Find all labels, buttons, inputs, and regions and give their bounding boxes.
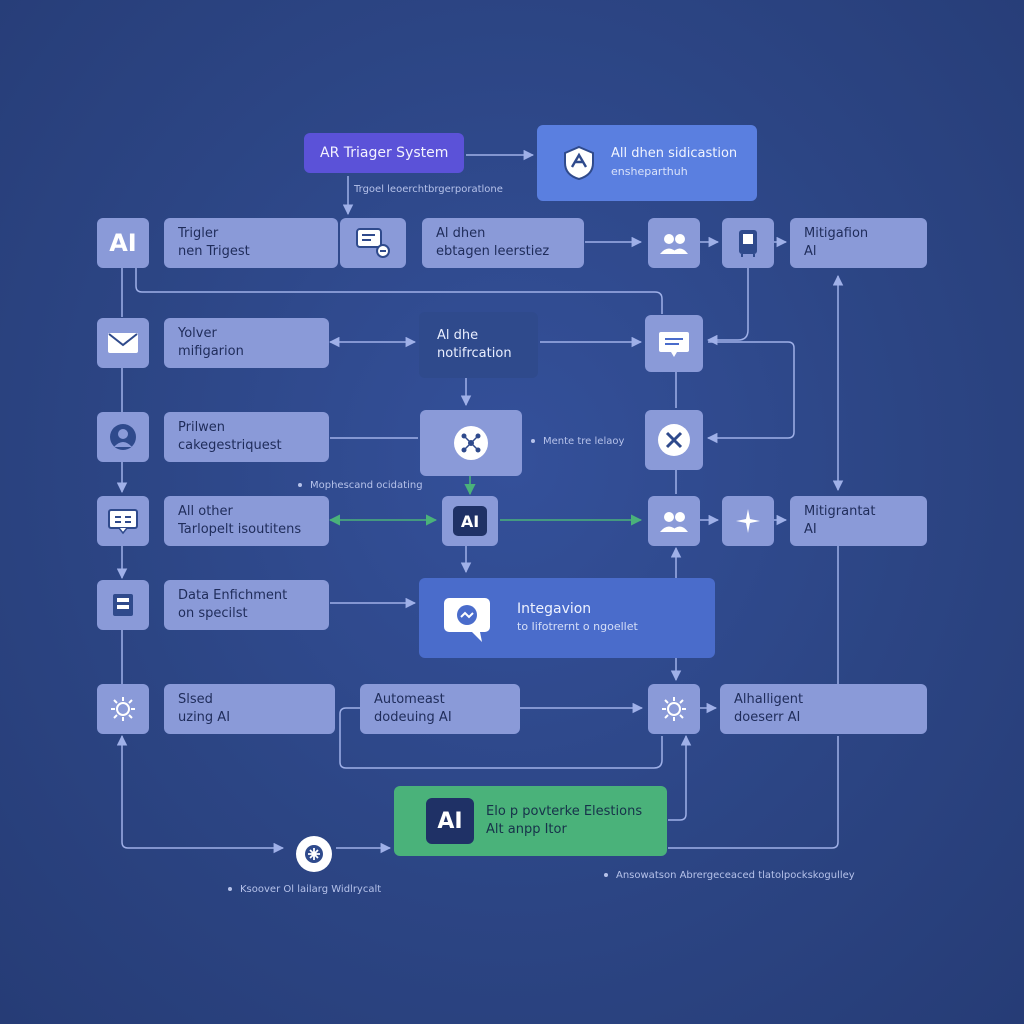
right-process-note: Mente tre lelaoy xyxy=(531,436,624,447)
database-icon xyxy=(97,580,149,630)
prilwen-line1: Prilwen xyxy=(178,420,226,435)
bottom-left-note: Ksoover Ol lailarg Widlrycalt xyxy=(228,884,381,895)
yolver-node[interactable]: Yolver mifigarion xyxy=(164,318,329,368)
notification-line2: ensheparthuh xyxy=(611,165,688,178)
prilwen-node[interactable]: Prilwen cakegestriquest xyxy=(164,412,329,462)
center-notification-node[interactable]: Al dhe notifrcation xyxy=(419,312,538,378)
trigger-line1: Trigler xyxy=(178,226,219,241)
final-ai-line1: Elo p povterke Elestions xyxy=(486,804,643,819)
chat-bubble-icon xyxy=(440,592,496,646)
ai-dhen-line1: Al dhen xyxy=(436,226,486,241)
ai-badge-label: AI xyxy=(109,229,137,257)
ai-dhen-node[interactable]: Al dhen ebtagen leerstiez xyxy=(422,218,584,268)
center-notification-line2: notifrcation xyxy=(437,346,512,361)
final-ai-badge-label: AI xyxy=(437,808,463,834)
hub-icon xyxy=(296,836,332,872)
mail-icon xyxy=(97,318,149,368)
automeast-node[interactable]: Automeast dodeuing AI xyxy=(360,684,520,734)
automeast-line1: Automeast xyxy=(374,692,445,707)
final-ai-line2: Alt anpp Itor xyxy=(486,822,567,837)
integration-line1: Integavion xyxy=(517,601,592,617)
ai-other-node[interactable]: All other Tarlopelt isoutitens xyxy=(164,496,329,546)
bottom-left-note-text: Ksoover Ol lailarg Widlrycalt xyxy=(240,884,382,895)
mitigrant-line2: AI xyxy=(804,522,817,537)
alhalligent-line1: Alhalligent xyxy=(734,692,804,707)
right-process-note-text: Mente tre lelaoy xyxy=(543,436,625,447)
settings-sun-icon xyxy=(648,684,700,734)
integration-line2: to Iifotrernt o ngoellet xyxy=(517,620,638,633)
trigger-line2: nen Trigest xyxy=(178,244,250,259)
ai-other-line1: All other xyxy=(178,504,233,519)
sised-node[interactable]: Slsed uzing AI xyxy=(164,684,335,734)
trigger-note: Trgoel leoerchtbrgerporatlone xyxy=(354,184,503,195)
mitigation-node[interactable]: Mitigafion Al xyxy=(790,218,927,268)
center-ai-node[interactable]: AI xyxy=(442,496,498,546)
group-icon xyxy=(648,496,700,546)
final-ai-badge: AI xyxy=(426,798,474,844)
message-icon xyxy=(645,315,703,372)
network-icon xyxy=(454,426,488,460)
device-icon xyxy=(722,218,774,268)
bottom-right-note-text: Ansowatson Abrergeceaced tlatolpockskogu… xyxy=(616,870,855,881)
automeast-line2: dodeuing AI xyxy=(374,710,452,725)
mitigation-line2: Al xyxy=(804,244,817,259)
center-ai-chip: AI xyxy=(453,506,487,536)
alhalligent-node[interactable]: Alhalligent doeserr AI xyxy=(720,684,927,734)
left-process-note: Mophescand ocidating xyxy=(298,480,423,491)
data-enrichment-line2: on specilst xyxy=(178,606,248,621)
trigger-system-node[interactable]: AR Triager System xyxy=(304,133,464,173)
notification-line1: All dhen sidicastion xyxy=(611,146,738,161)
ai-badge-icon: AI xyxy=(97,218,149,268)
data-enrichment-line1: Data Enfichment xyxy=(178,588,288,603)
alhalligent-line2: doeserr AI xyxy=(734,710,801,725)
mitigrant-line1: Mitigrantat xyxy=(804,504,876,519)
processor-node[interactable] xyxy=(420,410,522,476)
mitigrant-node[interactable]: Mitigrantat AI xyxy=(790,496,927,546)
left-process-note-text: Mophescand ocidating xyxy=(310,480,423,491)
center-notification-line1: Al dhe xyxy=(437,328,479,343)
users-icon xyxy=(648,218,700,268)
sised-line1: Slsed xyxy=(178,692,213,707)
tools-icon xyxy=(658,424,690,456)
sised-line2: uzing AI xyxy=(178,710,231,725)
sparkle-icon xyxy=(722,496,774,546)
mitigation-line1: Mitigafion xyxy=(804,226,869,241)
dashboard-icon xyxy=(97,496,149,546)
data-enrichment-node[interactable]: Data Enfichment on specilst xyxy=(164,580,329,630)
yolver-line1: Yolver xyxy=(178,326,217,341)
person-icon xyxy=(97,412,149,462)
center-ai-label: AI xyxy=(460,511,480,531)
trigger-node[interactable]: Trigler nen Trigest xyxy=(164,218,338,268)
sun-icon xyxy=(97,684,149,734)
ai-dhen-line2: ebtagen leerstiez xyxy=(436,244,550,259)
bottom-right-note: Ansowatson Abrergeceaced tlatolpockskogu… xyxy=(604,870,855,881)
chat-edit-icon xyxy=(340,218,406,268)
trigger-system-label: AR Triager System xyxy=(320,145,449,161)
shield-icon xyxy=(559,143,599,183)
yolver-line2: mifigarion xyxy=(178,344,244,359)
prilwen-line2: cakegestriquest xyxy=(178,438,282,453)
ai-other-line2: Tarlopelt isoutitens xyxy=(178,522,302,537)
tools-node[interactable] xyxy=(645,410,703,470)
